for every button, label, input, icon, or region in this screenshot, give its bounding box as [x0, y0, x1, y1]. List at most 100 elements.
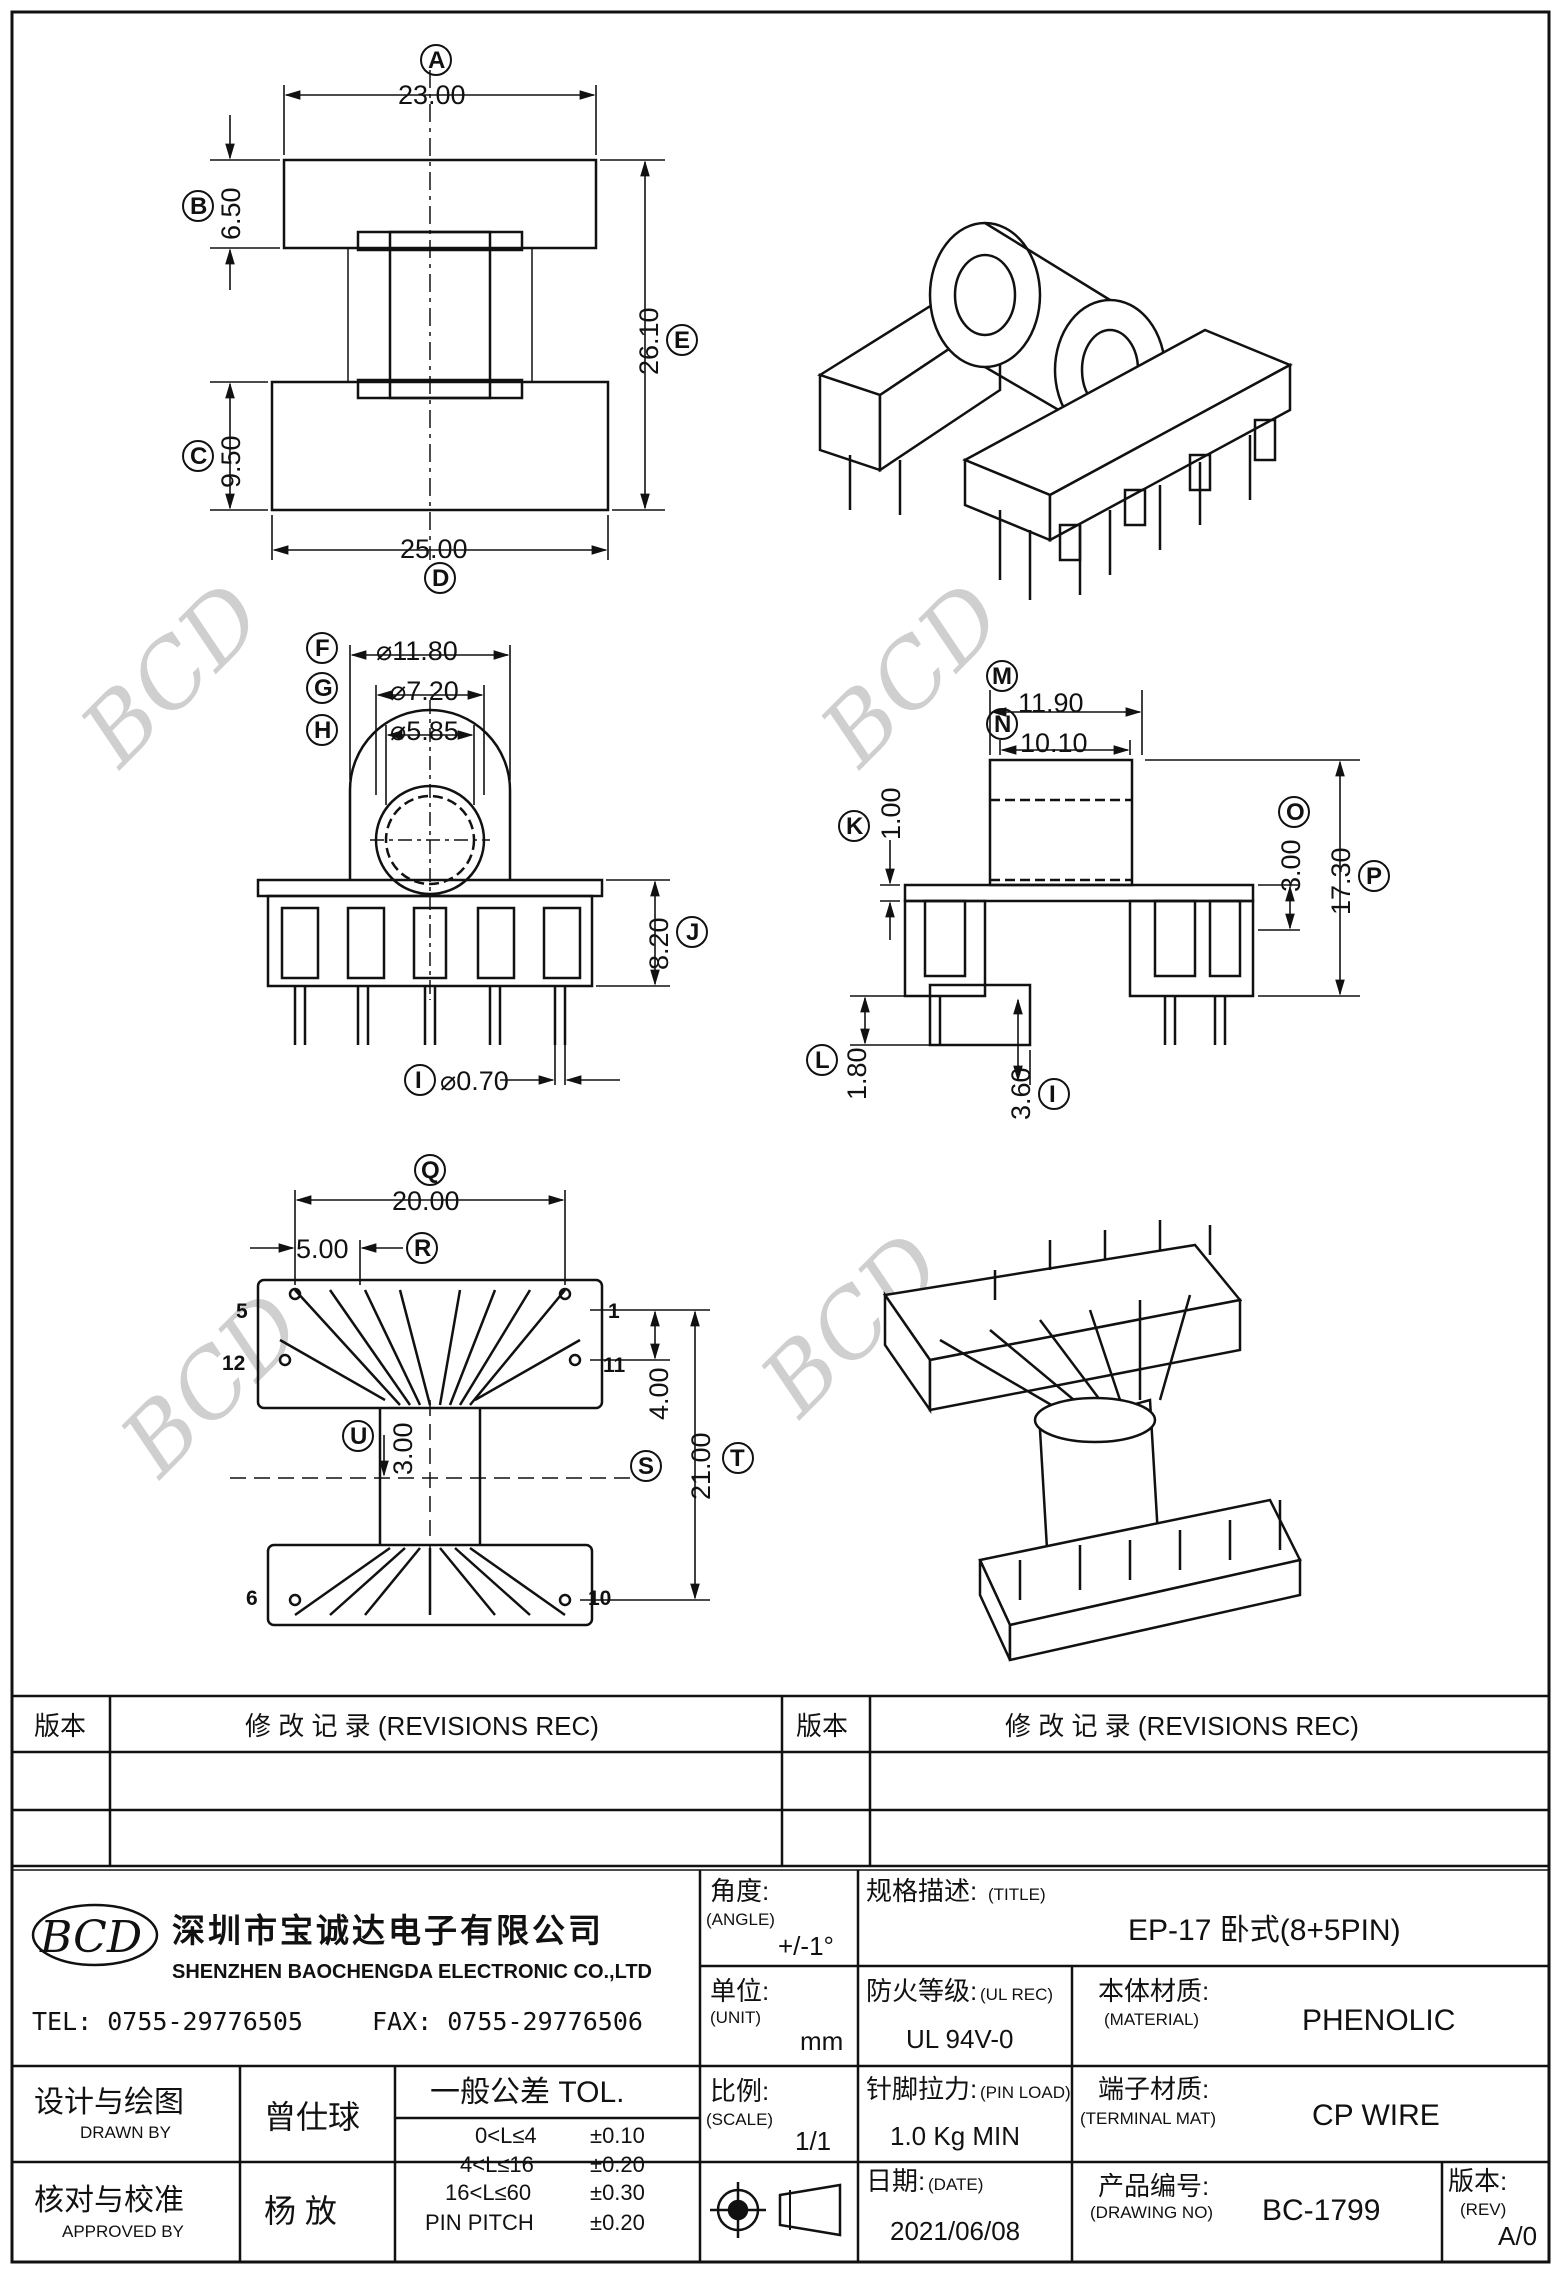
drawn-by-value: 曾仕球	[264, 2099, 360, 2135]
dim-circle-L: L	[815, 1047, 830, 1074]
dim-value-N: 10.10	[1020, 728, 1088, 758]
tol-value-1: ±0.20	[590, 2152, 645, 2177]
dim-circle-J: J	[686, 919, 699, 946]
dim-value-A: 23.00	[398, 80, 466, 110]
side-view	[903, 758, 1255, 1047]
watermark-group: BCD BCD BCD BCD	[60, 564, 1023, 1497]
dim-circle-E: E	[674, 327, 690, 354]
pin-label-1: 1	[608, 1300, 620, 1323]
tol-range-1: 4<L≤16	[460, 2152, 534, 2177]
dim-value-K: 1.00	[876, 787, 906, 840]
bottom-view-labels: Q 20.00 5.00 R 5 1 12 11 6 10 4.00 S 21.…	[222, 1154, 754, 1610]
top-view-dims	[210, 85, 665, 560]
dim-value-R: 5.00	[296, 1234, 349, 1264]
material-label: 本体材质:	[1098, 1976, 1209, 2006]
dim-value-T: 21.00	[686, 1432, 716, 1500]
company-logo: BCD	[31, 1903, 159, 1967]
dim-circle-I2: I	[1049, 1081, 1056, 1108]
rev-header-left: 版本	[34, 1711, 86, 1741]
dim-circle-T: T	[730, 1445, 745, 1472]
dim-value-B: 6.50	[216, 187, 246, 240]
dim-circle-O: O	[1286, 799, 1305, 826]
rev-records-left: 修 改 记 录 (REVISIONS REC)	[245, 1711, 599, 1741]
dim-value-C: 9.50	[216, 435, 246, 488]
dim-circle-I: I	[415, 1067, 422, 1094]
ul-label: 防火等级:	[866, 1976, 977, 2006]
rev-label: 版本:	[1448, 2166, 1507, 2196]
pin-load-value: 1.0 Kg MIN	[890, 2121, 1020, 2151]
title-block-grid	[10, 1694, 1551, 2264]
rev-records-right: 修 改 记 录 (REVISIONS REC)	[1005, 1711, 1359, 1741]
pin-label-12: 12	[222, 1352, 245, 1375]
title-label-en: (TITLE)	[988, 1885, 1046, 1904]
date-label-en: (DATE)	[928, 2175, 983, 2194]
rev-header-right: 版本	[796, 1711, 848, 1741]
title-label: 规格描述:	[866, 1876, 977, 1906]
dim-value-Q: 20.00	[392, 1186, 460, 1216]
angle-value: +/-1°	[778, 1931, 834, 1961]
terminal-label-en: (TERMINAL MAT)	[1080, 2109, 1216, 2128]
projection-symbol-icon	[710, 2182, 842, 2238]
dim-circle-M: M	[992, 663, 1012, 690]
dim-circle-N: N	[994, 711, 1011, 738]
dim-circle-S: S	[638, 1453, 654, 1480]
material-value: PHENOLIC	[1302, 2004, 1455, 2037]
title-block-texts: 版本 修 改 记 录 (REVISIONS REC) 版本 修 改 记 录 (R…	[32, 1711, 1537, 2251]
ul-label-en: (UL REC)	[980, 1985, 1053, 2004]
company-name-cn: 深圳市宝诚达电子有限公司	[172, 1912, 604, 1949]
pin-load-label: 针脚拉力:	[866, 2074, 977, 2104]
dim-value-U: 3.00	[388, 1422, 418, 1475]
dim-value-L: 1.80	[842, 1047, 872, 1100]
dim-circle-K: K	[846, 813, 864, 840]
iso-view-top	[817, 221, 1293, 600]
watermark-text: BCD	[100, 1274, 323, 1497]
scale-value: 1/1	[795, 2126, 831, 2156]
dim-circle-U: U	[350, 1423, 367, 1450]
iso-view-bottom	[882, 1220, 1302, 1662]
side-view-labels: M 11.90 N 10.10 K 1.00 O 3.00 17.30 P L …	[806, 660, 1390, 1120]
unit-label: 单位:	[710, 1976, 769, 2006]
tol-value-2: ±0.30	[590, 2180, 645, 2205]
drawing-no-label: 产品编号:	[1098, 2171, 1209, 2201]
dim-value-M: 11.90	[1018, 688, 1084, 718]
dim-value-I2: 3.60	[1006, 1067, 1036, 1120]
tol-value-0: ±0.10	[590, 2123, 645, 2148]
front-view-labels: F ⌀11.80 G ⌀7.20 H ⌀5.85 8.20 J I ⌀0.70	[306, 632, 708, 1096]
unit-value: mm	[800, 2026, 843, 2056]
logo-text: BCD	[39, 1912, 142, 1963]
dim-circle-G: G	[314, 675, 333, 702]
date-label: 日期:	[866, 2166, 925, 2196]
top-view-labels: A 23.00 B 6.50 C 9.50 25.00 D 26.10 E	[182, 44, 698, 594]
dim-value-S: 4.00	[644, 1367, 674, 1420]
drawing-no-label-en: (DRAWING NO)	[1090, 2203, 1213, 2222]
pin-label-10: 10	[588, 1587, 611, 1610]
tol-range-0: 0<L≤4	[475, 2123, 537, 2148]
dim-value-P: 17.30	[1326, 847, 1356, 915]
dim-circle-H: H	[314, 717, 331, 744]
dim-circle-A: A	[428, 47, 445, 74]
dim-value-I: ⌀0.70	[440, 1066, 509, 1096]
dim-circle-F: F	[315, 635, 330, 662]
title-value: EP-17 卧式(8+5PIN)	[1128, 1914, 1401, 1947]
bottom-view-dims	[250, 1190, 710, 1601]
drawn-by-label: 设计与绘图	[34, 2086, 184, 2119]
front-view-dims	[349, 645, 670, 1085]
side-view-dims	[850, 690, 1360, 1085]
approved-by-value: 杨 放	[264, 2193, 337, 2229]
approved-by-label: 核对与校准	[34, 2184, 184, 2217]
dim-value-G: ⌀7.20	[390, 676, 459, 706]
pin-load-label-en: (PIN LOAD)	[980, 2083, 1071, 2102]
dim-circle-C: C	[190, 443, 207, 470]
pin-label-5: 5	[236, 1300, 248, 1323]
dim-circle-Q: Q	[421, 1157, 440, 1184]
company-name-en: SHENZHEN BAOCHENGDA ELECTRONIC CO.,LTD	[172, 1961, 652, 1983]
dim-value-D: 25.00	[400, 534, 468, 564]
dim-circle-B: B	[190, 193, 207, 220]
terminal-label: 端子材质:	[1098, 2074, 1209, 2104]
dim-circle-P: P	[1366, 863, 1382, 890]
dim-circle-R: R	[414, 1235, 431, 1262]
pin-label-6: 6	[246, 1587, 258, 1610]
dim-circle-D: D	[432, 565, 449, 592]
top-view	[270, 70, 610, 560]
